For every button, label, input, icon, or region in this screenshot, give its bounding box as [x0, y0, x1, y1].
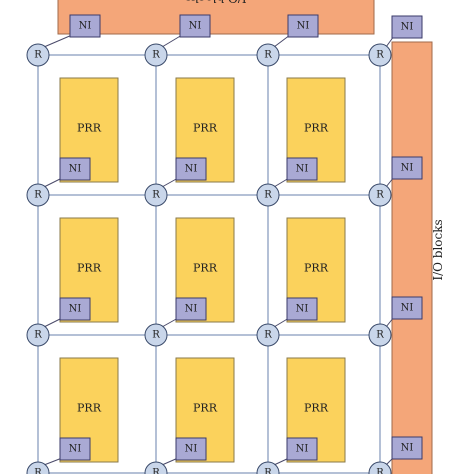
network-interface: [179, 14, 211, 38]
router: [256, 43, 280, 67]
router-ni-link: [161, 317, 179, 328]
network-interface-label: NI: [69, 444, 82, 455]
network-interface-label: NI: [296, 444, 309, 455]
router-ni-link: [161, 177, 179, 188]
router: [144, 183, 168, 207]
network-interface-label: NI: [185, 164, 198, 175]
network-interface-label: NI: [185, 444, 198, 455]
router-label: R: [152, 50, 160, 61]
router-label: R: [34, 330, 42, 341]
network-interface-label: NI: [401, 22, 414, 33]
router: [256, 461, 280, 474]
router-ni-link: [161, 34, 183, 48]
io-blocks-right-label: I/O blocks: [431, 219, 445, 280]
network-interface-label: NI: [401, 163, 414, 174]
network-interface-label: NI: [185, 304, 198, 315]
router: [368, 43, 392, 67]
network-interface: [69, 14, 101, 38]
router-label: R: [34, 190, 42, 201]
router-label: R: [264, 190, 272, 201]
router-ni-link: [43, 34, 73, 48]
network-interface: [391, 296, 423, 320]
router-label: R: [152, 190, 160, 201]
router-label: R: [376, 190, 384, 201]
network-interface: [175, 297, 207, 321]
router: [368, 323, 392, 347]
router: [144, 461, 168, 474]
router: [144, 323, 168, 347]
network-interface: [286, 297, 318, 321]
router-ni-link: [43, 457, 63, 466]
router: [26, 461, 50, 474]
network-interface: [286, 437, 318, 461]
io-blocks-top: [57, 0, 375, 35]
router: [26, 43, 50, 67]
network-interface: [175, 157, 207, 181]
router-label: R: [376, 330, 384, 341]
router: [256, 323, 280, 347]
prr-label: PRR: [304, 122, 329, 135]
router: [144, 43, 168, 67]
router-ni-link: [273, 34, 291, 48]
router-ni-link: [43, 317, 63, 328]
network-interface: [391, 156, 423, 180]
prr-label: PRR: [77, 402, 102, 415]
router-label: R: [34, 468, 42, 474]
prr-label: PRR: [77, 122, 102, 135]
prr-label: PRR: [304, 402, 329, 415]
router: [368, 183, 392, 207]
network-interface: [175, 437, 207, 461]
network-interface-label: NI: [69, 304, 82, 315]
prr-label: PRR: [193, 262, 218, 275]
network-interface-label: NI: [296, 164, 309, 175]
network-interface-label: NI: [297, 21, 310, 32]
router-label: R: [264, 330, 272, 341]
network-interface: [59, 437, 91, 461]
network-interface: [59, 157, 91, 181]
network-interface-label: NI: [401, 443, 414, 454]
router: [26, 323, 50, 347]
router: [26, 183, 50, 207]
network-interface: [59, 297, 91, 321]
router-label: R: [34, 50, 42, 61]
router-label: R: [152, 468, 160, 474]
network-interface-label: NI: [401, 303, 414, 314]
router-ni-link: [43, 177, 63, 188]
router: [256, 183, 280, 207]
network-interface-label: NI: [296, 304, 309, 315]
io-blocks-right: [391, 41, 433, 474]
network-interface: [287, 14, 319, 38]
prr-label: PRR: [193, 122, 218, 135]
network-interface: [286, 157, 318, 181]
prr-label: PRR: [77, 262, 102, 275]
router: [368, 461, 392, 474]
router-label: R: [376, 468, 384, 474]
network-interface: [391, 15, 423, 39]
router-ni-link: [161, 457, 179, 466]
router-label: R: [152, 330, 160, 341]
router-label: R: [264, 468, 272, 474]
network-interface-label: NI: [79, 21, 92, 32]
router-label: R: [264, 50, 272, 61]
prr-label: PRR: [193, 402, 218, 415]
io-blocks-top-label: I/O blocks: [185, 0, 246, 5]
prr-label: PRR: [304, 262, 329, 275]
network-interface: [391, 436, 423, 460]
network-interface-label: NI: [69, 164, 82, 175]
network-interface-label: NI: [189, 21, 202, 32]
router-label: R: [376, 50, 384, 61]
